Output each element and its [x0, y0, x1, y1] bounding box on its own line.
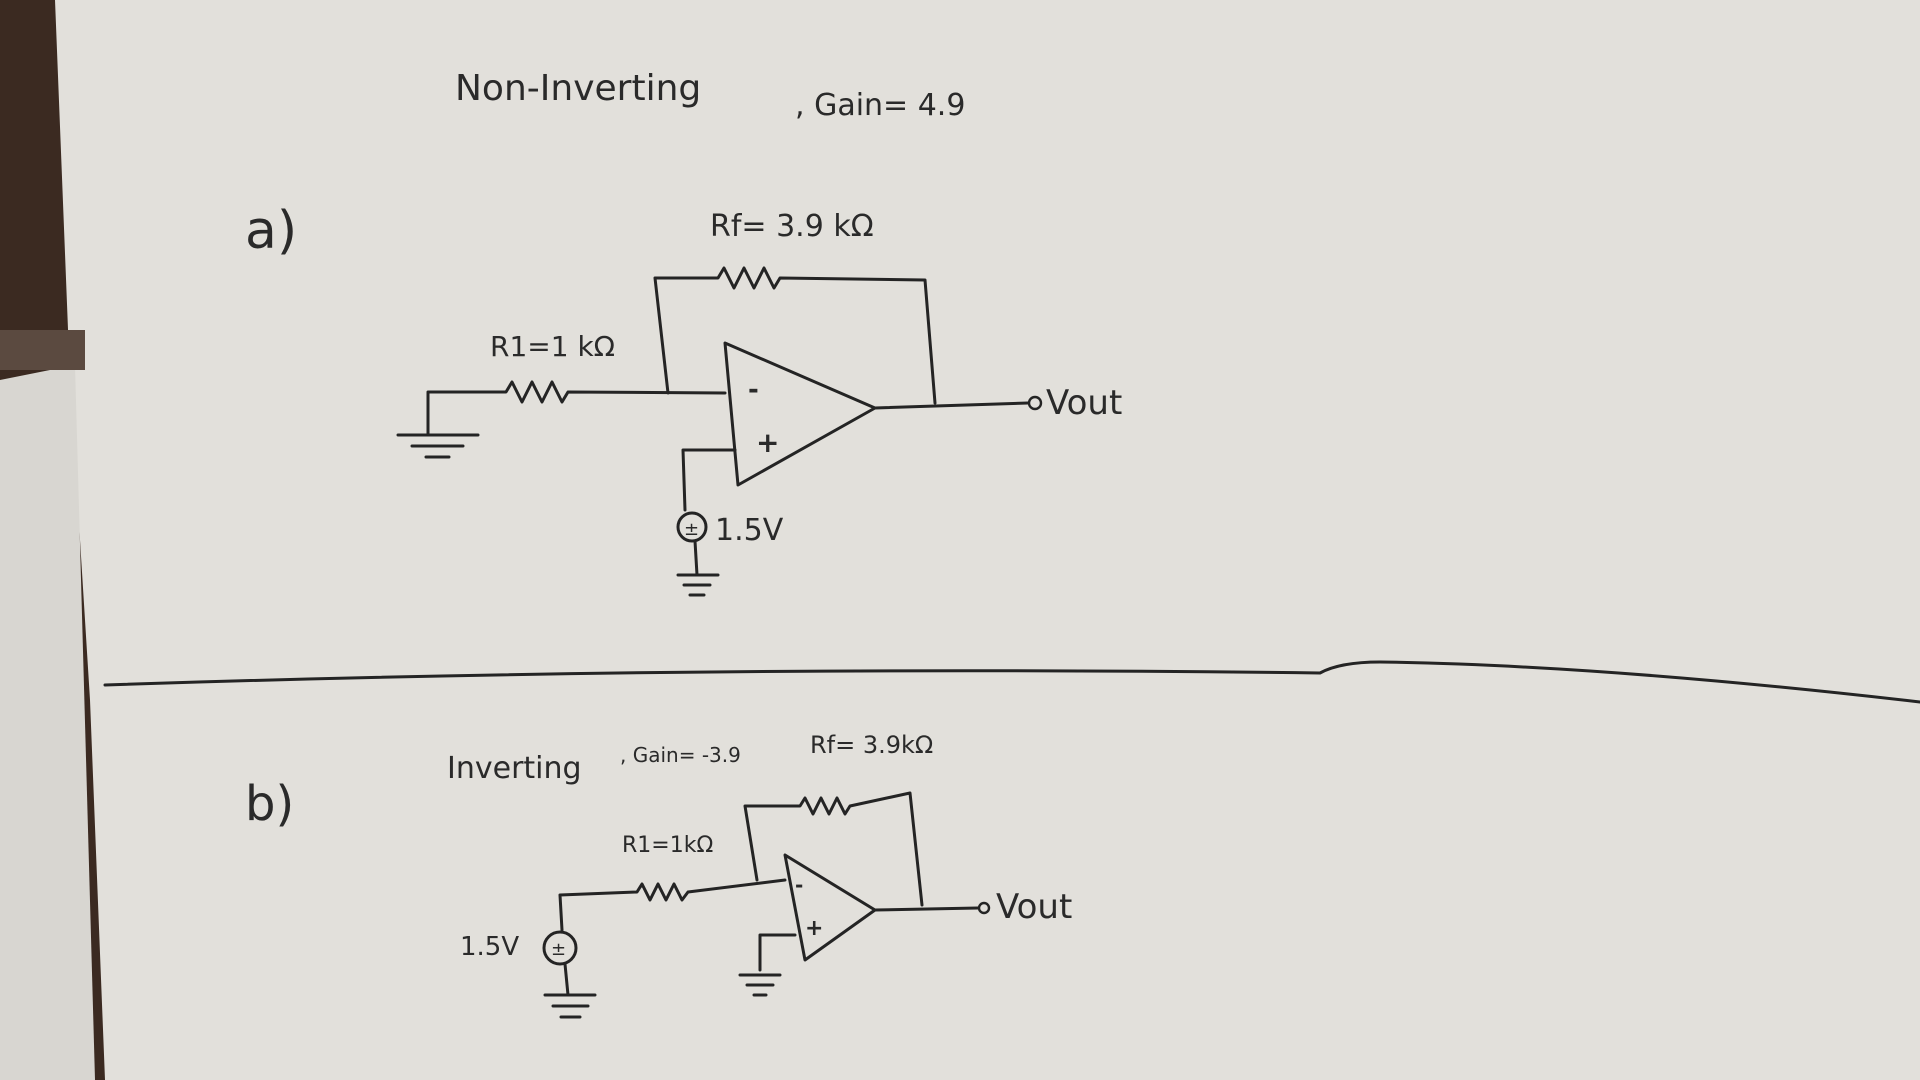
part-a-label: a) [245, 201, 297, 261]
part-b-rf-label: Rf= 3.9kΩ [810, 731, 933, 759]
lower-paper-edge [0, 365, 95, 1080]
part-a-rf-label: Rf= 3.9 kΩ [710, 209, 874, 244]
part-a-r1-wire [426, 380, 727, 437]
part-b-plus-wire [758, 933, 797, 972]
part-a-feedback-wire [653, 266, 937, 405]
part-a-voltage-source [676, 511, 708, 543]
part-b-r1-wire [558, 878, 787, 932]
part-a-minus-sign: - [748, 375, 759, 405]
part-b-minus-sign: - [795, 873, 803, 897]
part-a-opamp [723, 341, 877, 487]
part-b-source-symbol: ± [551, 939, 566, 960]
part-b-diagram: b) Inverting , Gain= -3.9 Rf= 3.9kΩ R1=1… [245, 731, 1072, 1019]
part-b-voltage-source [542, 930, 578, 966]
part-b-gain: , Gain= -3.9 [620, 743, 741, 767]
shadow-strip [0, 330, 85, 370]
part-b-label: b) [245, 776, 294, 832]
part-a-diagram: a) Non-Inverting , Gain= 4.9 Rf= 3.9 kΩ … [245, 68, 1122, 597]
part-a-left-ground [396, 433, 480, 459]
part-b-r1-label: R1=1kΩ [622, 833, 713, 858]
part-a-source-symbol: ± [684, 519, 699, 540]
part-b-title: Inverting [447, 751, 582, 786]
part-b-plus-sign: + [805, 916, 823, 941]
part-a-output-wire [873, 401, 1030, 410]
part-b-output-terminal [977, 901, 991, 915]
part-a-output-label: Vout [1046, 383, 1122, 423]
part-a-source-label: 1.5V [715, 513, 784, 548]
part-a-gain: , Gain= 4.9 [795, 88, 965, 123]
part-a-plus-wire [681, 448, 737, 512]
part-a-plus-sign: + [756, 426, 779, 459]
part-b-source-ground [543, 962, 597, 1019]
paper-sheet [55, 0, 1920, 1080]
part-b-plus-ground [738, 973, 782, 997]
part-b-source-label: 1.5V [460, 932, 519, 962]
part-b-output-label: Vout [996, 887, 1072, 927]
section-divider [103, 660, 1920, 704]
part-a-r1-label: R1=1 kΩ [490, 330, 615, 363]
part-a-title: Non-Inverting [455, 68, 701, 109]
part-b-feedback-wire [743, 791, 924, 907]
part-b-opamp [783, 853, 877, 962]
part-a-output-terminal [1027, 395, 1043, 411]
part-b-output-wire [873, 906, 980, 912]
part-a-source-ground [676, 539, 720, 597]
